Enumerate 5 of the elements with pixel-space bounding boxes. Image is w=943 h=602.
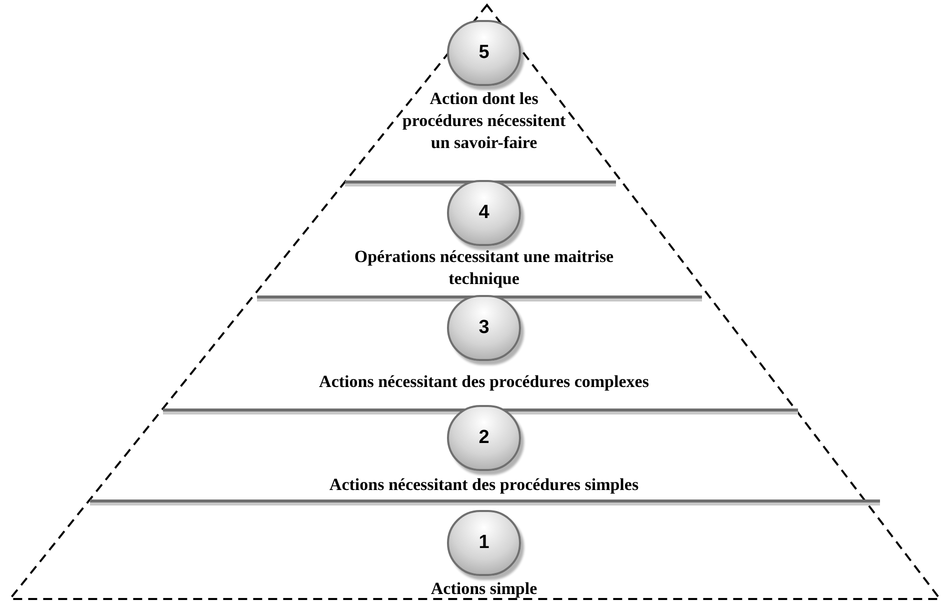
level-label: Opérations nécessitant une maitrise technique [353,246,615,290]
level-label: Action dont les procédures nécessitent un savoir-faire [401,88,567,154]
level-label: Actions nécessitant des procédures complexes [318,371,650,393]
level-label: Actions simple [430,578,538,600]
level-label: Actions nécessitant des procédures simples [328,474,640,496]
